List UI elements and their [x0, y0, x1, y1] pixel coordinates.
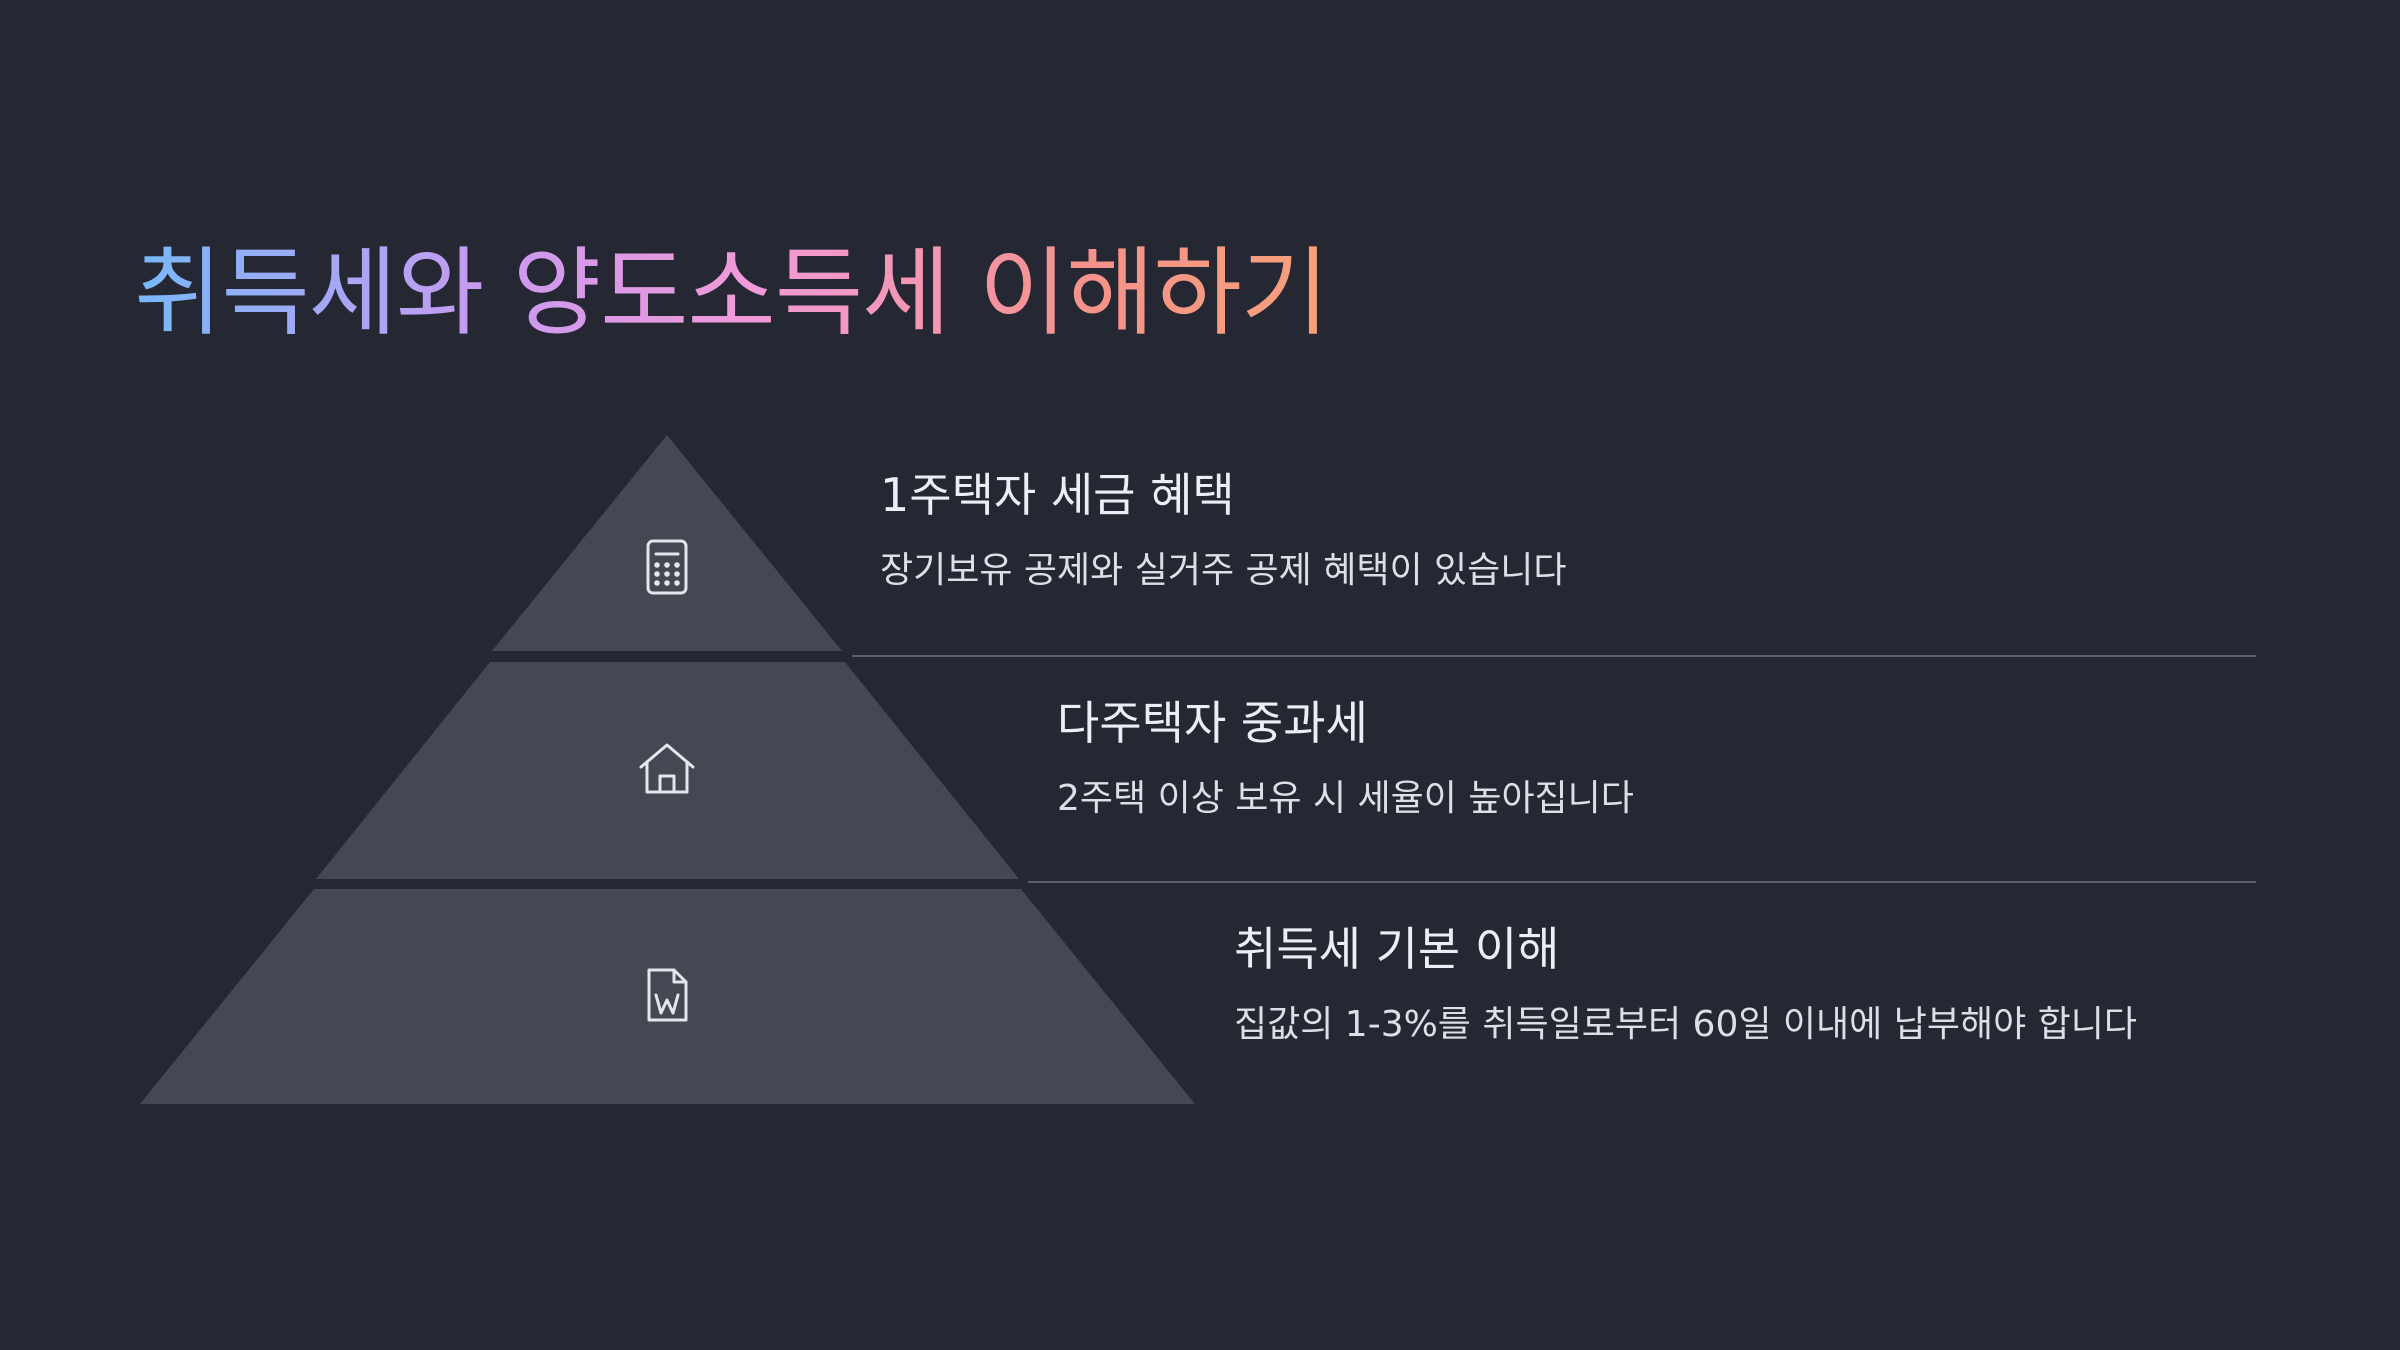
tier-1-text: 1주택자 세금 혜택 장기보유 공제와 실거주 공제 혜택이 있습니다	[880, 468, 1567, 592]
tier-3-description: 집값의 1-3%를 취득일로부터 60일 이내에 납부해야 합니다	[1234, 1004, 2137, 1046]
word-document-icon	[647, 968, 688, 1022]
page-title: 취득세와 양도소득세 이해하기	[134, 236, 1329, 351]
tier-divider-1	[852, 655, 2256, 657]
house-icon	[639, 743, 695, 794]
pyramid-tier-1	[492, 435, 842, 651]
calculator-icon	[646, 539, 688, 595]
tier-2-description: 2주택 이상 보유 시 세율이 높아집니다	[1057, 778, 1634, 820]
tier-2-heading: 다주택자 중과세	[1057, 696, 1368, 750]
tier-1-description: 장기보유 공제와 실거주 공제 혜택이 있습니다	[880, 550, 1567, 592]
pyramid-tier-3	[140, 889, 1195, 1104]
tier-1-heading: 1주택자 세금 혜택	[880, 468, 1235, 522]
tier-divider-2	[1028, 881, 2256, 883]
pyramid-tier-2	[316, 662, 1019, 879]
tier-3-text: 취득세 기본 이해 집값의 1-3%를 취득일로부터 60일 이내에 납부해야 …	[1234, 922, 2137, 1046]
tier-3-heading: 취득세 기본 이해	[1234, 922, 1560, 976]
tier-2-text: 다주택자 중과세 2주택 이상 보유 시 세율이 높아집니다	[1057, 696, 1634, 820]
